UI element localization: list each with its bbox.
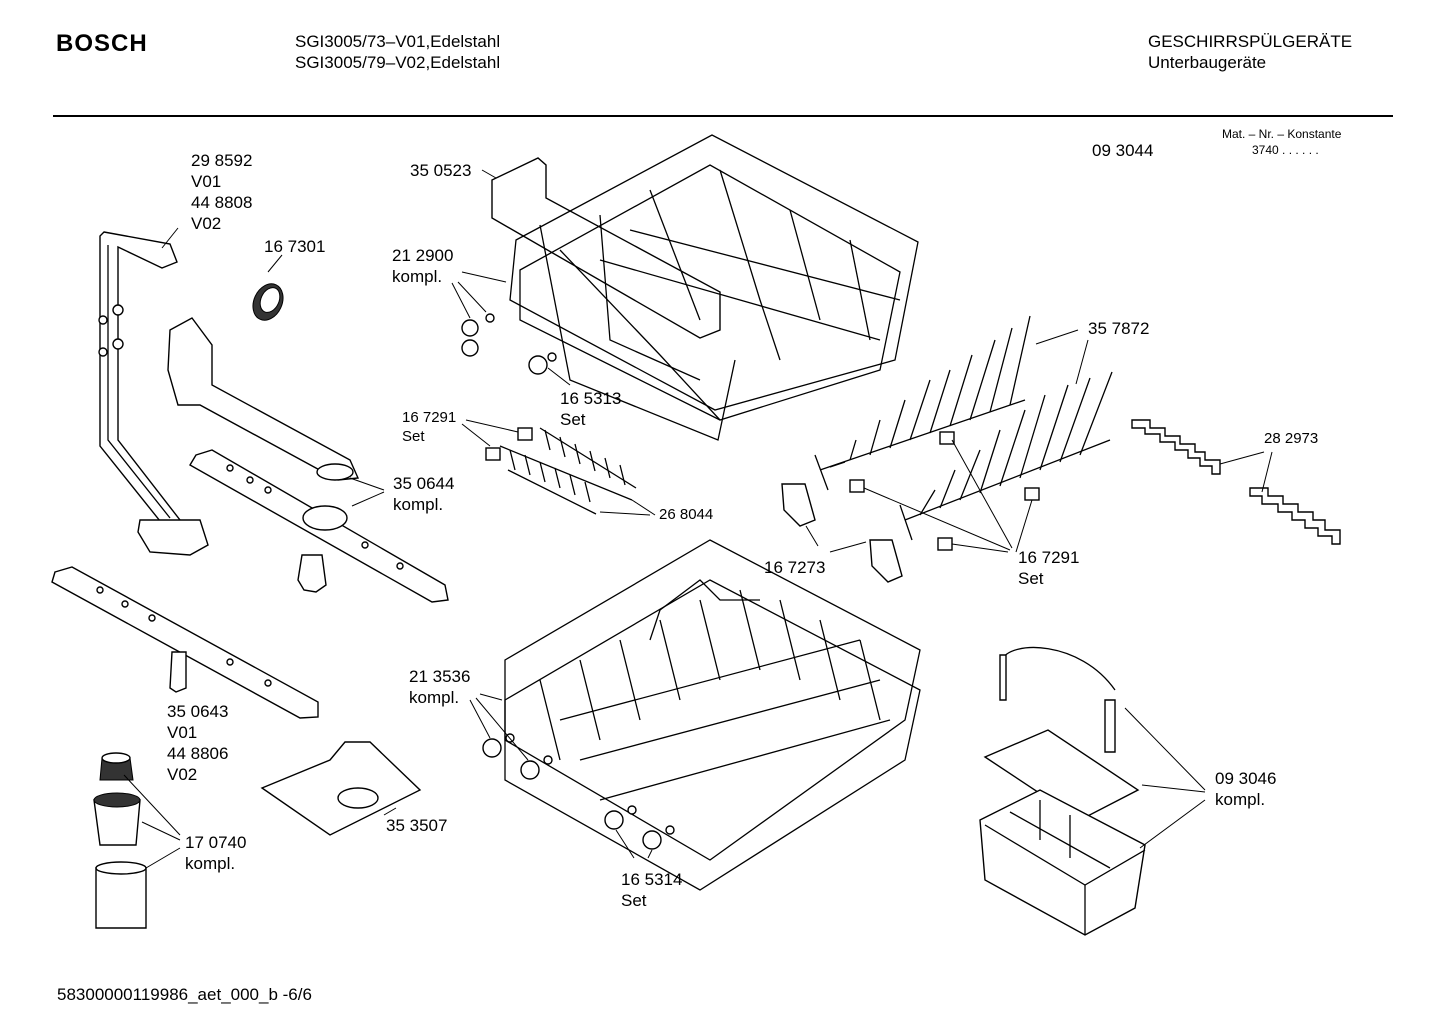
brand-logo: BOSCH xyxy=(56,30,148,57)
label-167301: 16 7301 xyxy=(264,237,326,256)
hinge-brackets xyxy=(781,483,903,583)
label-165314-set: Set xyxy=(621,891,647,910)
header-divider xyxy=(53,115,1393,117)
model-line-2: SGI3005/79–V02,Edelstahl xyxy=(295,53,501,72)
upper-basket xyxy=(461,134,919,441)
spray-arm-lower xyxy=(51,566,319,719)
label-165313: 16 5313 xyxy=(560,389,622,408)
part-ref: 09 3044 xyxy=(1092,141,1154,160)
label-165313-set: Set xyxy=(560,410,586,429)
label-282973: 28 2973 xyxy=(1264,430,1319,447)
label-v01-a: V01 xyxy=(191,172,222,191)
label-268044: 26 8044 xyxy=(659,506,714,523)
label-448806: 44 8806 xyxy=(167,744,229,763)
category-line-2: Unterbaugeräte xyxy=(1148,53,1267,72)
label-167273: 16 7273 xyxy=(764,558,826,577)
label-213536-kompl: kompl. xyxy=(409,688,460,707)
label-213536: 21 3536 xyxy=(409,667,471,686)
label-v01-b: V01 xyxy=(167,723,198,742)
filter-set xyxy=(93,752,147,929)
label-212900-kompl: kompl. xyxy=(392,267,443,286)
model-line-1: SGI3005/73–V01,Edelstahl xyxy=(295,32,501,51)
label-170740-kompl: kompl. xyxy=(185,854,236,873)
small-tine-rack xyxy=(485,427,637,515)
label-167291-a-set: Set xyxy=(402,428,425,445)
spray-arm-upper xyxy=(189,449,449,603)
rack-clips xyxy=(849,431,1040,551)
label-v02-a: V02 xyxy=(191,214,222,233)
label-093046: 09 3046 xyxy=(1215,769,1277,788)
label-170740: 17 0740 xyxy=(185,833,247,852)
spray-arm-pipe xyxy=(167,317,360,481)
label-350644-kompl: kompl. xyxy=(393,495,444,514)
cutlery-basket xyxy=(979,646,1146,936)
label-350644: 35 0644 xyxy=(393,474,455,493)
spray-pipe xyxy=(98,231,209,556)
label-448808: 44 8808 xyxy=(191,193,253,212)
label-167291-b-set: Set xyxy=(1018,569,1044,588)
label-353507: 35 3507 xyxy=(386,816,448,835)
leader-lines xyxy=(123,169,1273,869)
sieve-plate xyxy=(260,741,422,836)
label-v02-b: V02 xyxy=(167,765,198,784)
label-350523: 35 0523 xyxy=(410,161,472,180)
label-165314: 16 5314 xyxy=(621,870,683,889)
mat-nr-label: Mat. – Nr. – Konstante xyxy=(1222,127,1342,141)
label-357872: 35 7872 xyxy=(1088,319,1150,338)
label-350643: 35 0643 xyxy=(167,702,229,721)
label-298592: 29 8592 xyxy=(191,151,253,170)
label-212900: 21 2900 xyxy=(392,246,454,265)
footer-doc-id: 58300000119986_aet_000_b -6/6 xyxy=(57,985,312,1004)
folding-tine-rack-2 xyxy=(899,371,1113,541)
category-line-1: GESCHIRRSPÜLGERÄTE xyxy=(1148,32,1353,51)
mat-nr-value: 3740 . . . . . . xyxy=(1252,143,1319,157)
lower-basket xyxy=(482,539,921,891)
folding-tine-rack-1 xyxy=(814,315,1031,491)
label-167291-a: 16 7291 xyxy=(402,409,457,426)
label-167291-b: 16 7291 xyxy=(1018,548,1080,567)
spray-head xyxy=(252,283,284,321)
stepped-holders xyxy=(1131,419,1341,545)
label-093046-kompl: kompl. xyxy=(1215,790,1266,809)
